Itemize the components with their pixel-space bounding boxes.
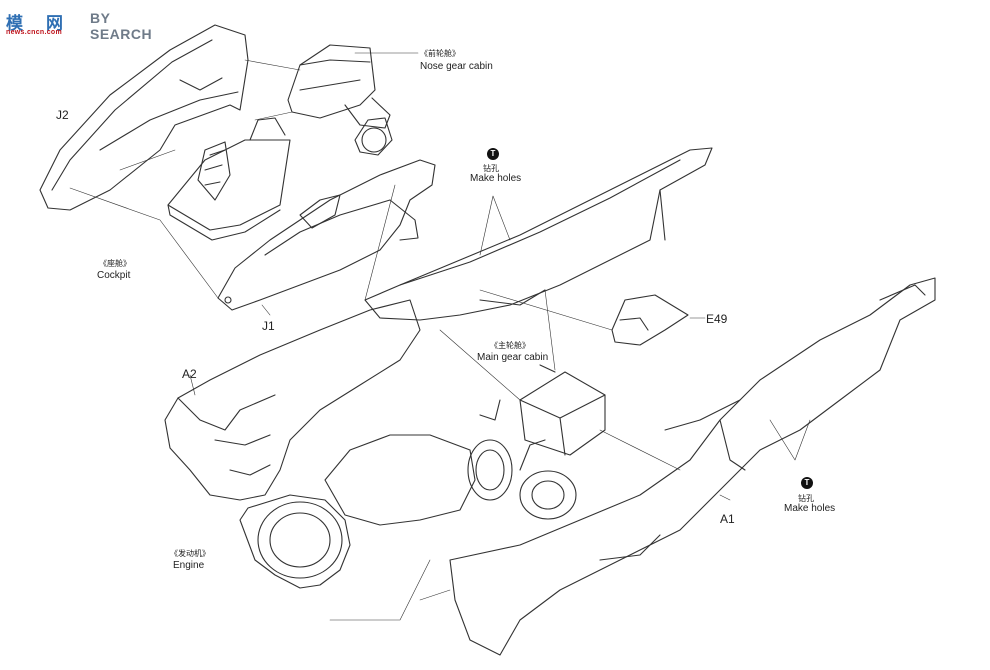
watermark-subtext: news.cncn.com	[6, 29, 63, 36]
make-holes-label-2-cn: 钻孔	[798, 494, 814, 503]
engine-label-cn: 《发动机》	[170, 549, 210, 558]
nose-gear-cabin-label: Nose gear cabin	[420, 61, 493, 72]
cockpit-label-cn: 《座舱》	[99, 259, 131, 268]
part-upper-fuselage	[364, 147, 713, 321]
part-label-a2: A2	[182, 367, 197, 381]
main-gear-cabin-label-cn: 《主轮舱》	[490, 341, 530, 350]
part-a2	[164, 299, 421, 501]
part-e49	[611, 294, 689, 346]
part-cockpit	[167, 117, 291, 241]
make-holes-label-1-cn: 钻孔	[483, 164, 499, 173]
nose-gear-cabin-label-cn: 《前轮舱》	[420, 49, 460, 58]
make-holes-label-2: Make holes	[784, 503, 836, 514]
part-engine	[239, 399, 513, 589]
part-main-gear-wheel	[519, 439, 577, 520]
watermark-logo: 模 网 BY SEARCH news.cncn.com	[2, 4, 162, 42]
make-holes-label-1: Make holes	[470, 173, 522, 184]
cockpit-label: Cockpit	[97, 270, 131, 281]
part-label-a1: A1	[720, 512, 735, 526]
watermark-hanzi-2: 网	[46, 14, 63, 34]
drill-tool-icon: T	[487, 148, 499, 160]
part-j2	[39, 24, 249, 211]
engine-label: Engine	[173, 560, 205, 571]
part-label-j1: J1	[262, 319, 275, 333]
watermark-hanzi-1: 模	[6, 14, 23, 34]
part-label-j2: J2	[56, 108, 69, 122]
part-a1	[449, 277, 936, 656]
part-label-e49: E49	[706, 312, 728, 326]
part-j1	[217, 159, 436, 311]
watermark-text: BY SEARCH	[90, 10, 153, 42]
part-nose-gear-cabin	[287, 44, 393, 156]
part-main-gear-cabin	[519, 364, 606, 456]
main-gear-cabin-label: Main gear cabin	[477, 352, 549, 363]
guide-lines	[69, 52, 811, 621]
drill-tool-icon-2: T	[801, 477, 813, 489]
